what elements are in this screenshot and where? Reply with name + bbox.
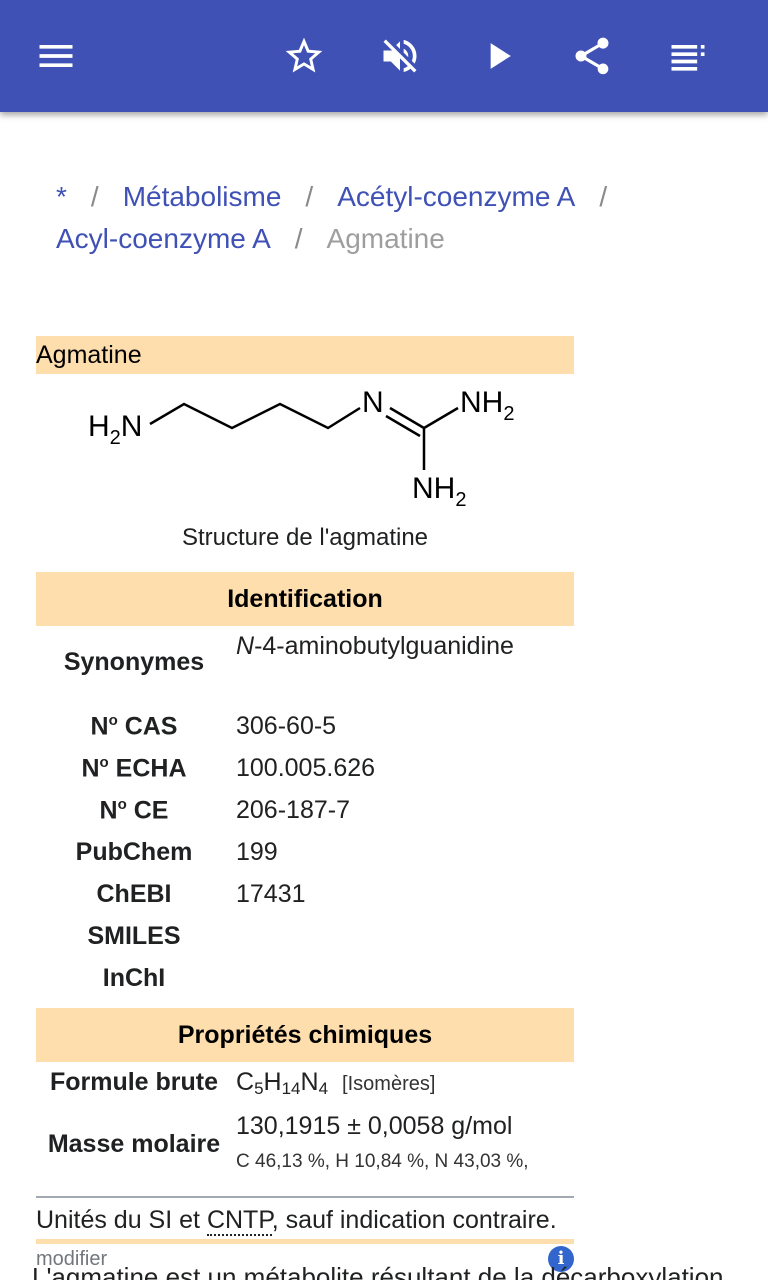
breadcrumb-link-acetyl-coa[interactable]: Acétyl-coenzyme A xyxy=(337,181,576,212)
row-chebi: ChEBI 17431 xyxy=(36,880,574,922)
menu-icon xyxy=(39,45,73,67)
units-note: Unités du SI et CNTP, sauf indication co… xyxy=(36,1196,574,1244)
identification-heading: Identification xyxy=(36,572,574,626)
infobox-footer: modifier i xyxy=(36,1244,574,1280)
breadcrumb-link-acyl-coa[interactable]: Acyl-coenzyme A xyxy=(56,223,271,254)
row-pubchem: PubChem 199 xyxy=(36,838,574,880)
row-value[interactable]: 199 xyxy=(236,838,278,866)
article-body-text: L'agmatine est un métabolite résultant d… xyxy=(32,1262,724,1280)
breadcrumb-separator: / xyxy=(90,181,99,212)
row-label: No CAS xyxy=(90,712,178,741)
row-ce: No CE 206-187-7 xyxy=(36,796,574,838)
row-cas: No CAS 306-60-5 xyxy=(36,712,574,754)
breadcrumb-link-metabolisme[interactable]: Métabolisme xyxy=(122,181,282,212)
share-icon xyxy=(575,37,609,75)
breadcrumb-separator: / xyxy=(599,181,608,212)
structure-label-nh2-bottom: NH2 xyxy=(412,472,466,511)
star-icon xyxy=(285,37,323,73)
infobox: Agmatine H2N N NH2 NH2 Structure de l'ag… xyxy=(36,336,574,1280)
structure-label-h2n: H2N xyxy=(88,410,142,449)
favorite-button[interactable] xyxy=(276,28,332,84)
row-value xyxy=(232,922,574,964)
menu-button[interactable] xyxy=(28,28,84,84)
playlist-button[interactable] xyxy=(660,28,716,84)
row-value: C5H14N4[Isomères] xyxy=(236,1068,436,1098)
row-label: InChI xyxy=(102,964,166,992)
structure-caption: Structure de l'agmatine xyxy=(181,524,429,551)
playlist-icon xyxy=(671,45,705,71)
row-label: No ECHA xyxy=(81,754,187,783)
mute-button[interactable] xyxy=(372,28,428,84)
row-label: PubChem xyxy=(75,838,193,866)
modifier-link[interactable]: modifier xyxy=(36,1248,108,1270)
row-label: Masse molaire xyxy=(47,1130,221,1158)
breadcrumb-separator: / xyxy=(294,223,303,254)
row-label: Formule brute xyxy=(49,1068,219,1096)
row-label: SMILES xyxy=(87,922,181,950)
breadcrumb-separator: / xyxy=(305,181,314,212)
row-label: No CE xyxy=(99,796,169,825)
structure-label-n: N xyxy=(362,386,384,419)
row-inchi[interactable]: InChI xyxy=(36,964,574,1008)
row-label: Synonymes xyxy=(63,648,205,676)
row-smiles[interactable]: SMILES xyxy=(36,922,574,964)
share-button[interactable] xyxy=(564,28,620,84)
info-icon[interactable]: i xyxy=(548,1246,574,1272)
infobox-title: Agmatine xyxy=(36,336,574,374)
breadcrumb-current: Agmatine xyxy=(326,223,445,254)
row-value[interactable]: 306-60-5 xyxy=(236,712,337,740)
row-masse-molaire: Masse molaire 130,1915 ± 0,0058 g/mol C … xyxy=(36,1106,574,1190)
row-value[interactable]: 17431 xyxy=(236,880,306,908)
row-synonymes: Synonymes N-4-aminobutylguanidine xyxy=(36,626,574,712)
play-button[interactable] xyxy=(470,28,526,84)
molar-mass-value: 130,1915 ± 0,0058 g/mol xyxy=(236,1112,513,1140)
row-value xyxy=(232,964,574,1008)
row-echa: No ECHA 100.005.626 xyxy=(36,754,574,796)
chemical-properties-heading: Propriétés chimiques xyxy=(36,1008,574,1062)
row-value[interactable]: 206-187-7 xyxy=(236,796,350,824)
cntp-abbr[interactable]: CNTP xyxy=(206,1206,272,1236)
breadcrumb-link-root[interactable]: * xyxy=(56,181,67,212)
play-icon xyxy=(490,43,511,69)
composition-value: C 46,13 %, H 10,84 %, N 43,03 %, xyxy=(236,1151,529,1172)
row-label: ChEBI xyxy=(96,880,172,908)
app-toolbar xyxy=(0,0,768,112)
structure-image: H2N N NH2 NH2 xyxy=(36,374,574,514)
row-value[interactable]: 100.005.626 xyxy=(236,754,376,782)
isomers-link[interactable]: [Isomères] xyxy=(342,1073,436,1095)
row-formule-brute: Formule brute C5H14N4[Isomères] xyxy=(36,1062,574,1106)
volume-mute-icon xyxy=(383,39,417,73)
agmatine-structure-diagram: H2N N NH2 NH2 xyxy=(88,386,514,511)
row-value: N-4-aminobutylguanidine xyxy=(236,632,514,660)
row-value: 130,1915 ± 0,0058 g/mol C 46,13 %, H 10,… xyxy=(232,1106,574,1190)
breadcrumb: * / Métabolisme / Acétyl-coenzyme A / Acyl-co… xyxy=(56,176,736,260)
structure-label-nh2-top: NH2 xyxy=(460,386,514,425)
